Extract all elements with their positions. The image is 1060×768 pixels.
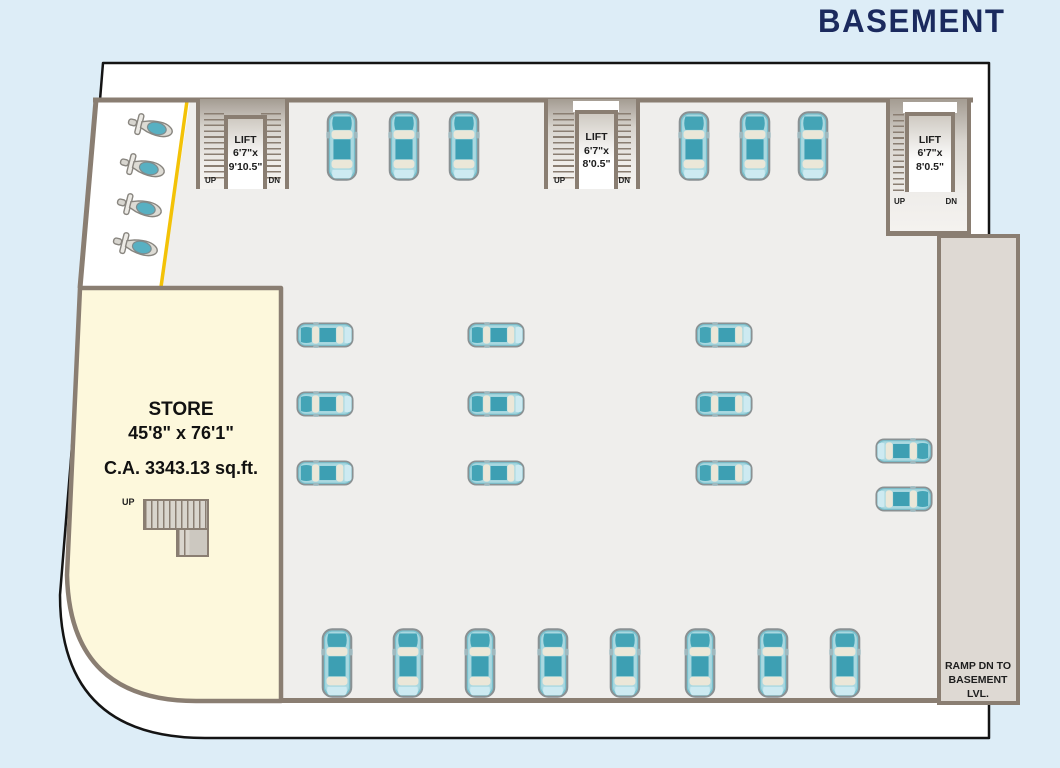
stairs-left (204, 113, 224, 179)
parked-car (695, 459, 753, 487)
lift-1-name: LIFT (234, 133, 257, 146)
parked-car (296, 321, 354, 349)
stair-lift-block-2: LIFT 6'7"x 8'0.5" UP DN (544, 99, 640, 189)
store-staircase-landing (176, 530, 209, 557)
parked-car (325, 111, 359, 181)
parked-car (467, 459, 525, 487)
lift-3-name: LIFT (918, 133, 942, 146)
store-stair-up-label: UP (122, 497, 135, 507)
parking-floor (80, 100, 971, 701)
lift-1-dim1: 6'7"x (233, 147, 258, 160)
parked-car (467, 321, 525, 349)
dn-label: DN (618, 176, 630, 185)
store-dimensions: 45'8" x 76'1" (128, 423, 234, 443)
up-label: UP (205, 176, 217, 185)
stair-lift-block-3: LIFT 6'7"x 8'0.5" UP DN (886, 99, 971, 236)
parked-car (695, 390, 753, 418)
parked-car (695, 321, 753, 349)
lift-2-dim2: 8'0.5" (582, 158, 611, 171)
parked-car (738, 111, 772, 181)
parked-car (683, 628, 717, 698)
parked-car (467, 390, 525, 418)
stairs-left (553, 113, 574, 179)
parked-car (796, 111, 830, 181)
parked-car (320, 628, 354, 698)
lift-2-dim1: 6'7"x (584, 144, 609, 157)
parked-car (463, 628, 497, 698)
ramp-label-line1: RAMP DN TO (944, 660, 1012, 672)
parked-car (296, 459, 354, 487)
stair-lift-block-1: LIFT 6'7"x 9'10.5" UP DN (196, 99, 289, 189)
lift-3-dim2: 8'0.5" (916, 160, 944, 173)
parked-car (391, 628, 425, 698)
two-wheeler-strip (80, 100, 190, 288)
parked-car (828, 628, 862, 698)
lift-door-notch (903, 102, 957, 113)
lift-1: LIFT 6'7"x 9'10.5" (224, 115, 267, 189)
lift-3: LIFT 6'7"x 8'0.5" (905, 112, 955, 192)
store-label-block: STORE 45'8" x 76'1" C.A. 3343.13 sq.ft. (80, 399, 282, 479)
store-carpet-area: C.A. 3343.13 sq.ft. (103, 458, 259, 478)
store-name: STORE (148, 399, 214, 420)
ramp-area (937, 234, 1020, 705)
parked-car (536, 628, 570, 698)
parked-car (387, 111, 421, 181)
parked-car (608, 628, 642, 698)
store-area (64, 285, 284, 704)
parked-car (296, 390, 354, 418)
parked-car (875, 485, 933, 513)
parked-car (677, 111, 711, 181)
store-staircase-run (143, 499, 209, 530)
page-title: BASEMENT (818, 4, 1006, 40)
parked-car (756, 628, 790, 698)
ramp-label-line2: BASEMENT LVL. (948, 674, 1008, 701)
lift-3-dim1: 6'7"x (917, 147, 943, 160)
dn-label: DN (945, 197, 957, 206)
lift-2-name: LIFT (585, 131, 608, 144)
dn-label: DN (268, 176, 280, 185)
yellow-divider-line (159, 100, 189, 288)
up-label: UP (554, 176, 566, 185)
ramp-label: RAMP DN TO BASEMENT LVL. (938, 659, 1018, 702)
lift-1-dim2: 9'10.5" (228, 160, 263, 173)
parked-car (447, 111, 481, 181)
stairs-left (893, 114, 904, 192)
lift-door-notch (573, 101, 619, 112)
lift-2: LIFT 6'7"x 8'0.5" (575, 110, 618, 189)
up-label: UP (894, 197, 906, 206)
parked-car (875, 437, 933, 465)
